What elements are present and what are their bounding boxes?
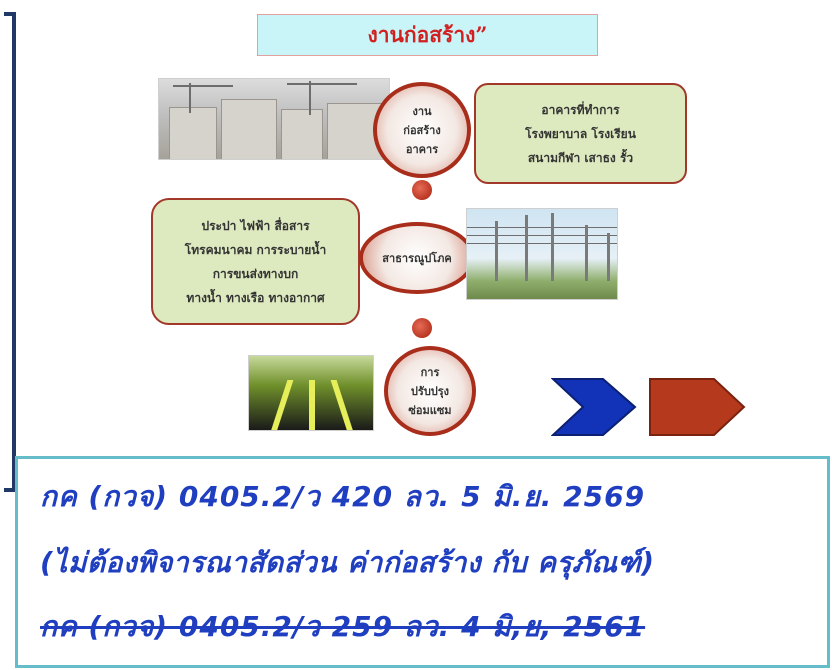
node-label: สาธารณูปโภค [382, 251, 452, 265]
box-line: สนามกีฬา เสาธง รั้ว [527, 150, 634, 165]
reference-current: กค (กวจ) 0405.2/ว 420 ลว. 5 มิ.ย. 2569 [40, 480, 646, 513]
node-label: อาคาร [405, 142, 439, 156]
pentagon-arrow-icon [649, 378, 746, 436]
node-label: ก่อสร้าง [403, 123, 441, 137]
reference-note: (ไม่ต้องพิจารณาสัดส่วน ค่าก่อสร้าง กับ ค… [40, 546, 655, 579]
node-label: ปรับปรุง [410, 384, 450, 398]
box-line: การขนส่งทางบก [212, 266, 299, 281]
node-improvement-repair: การ ปรับปรุง ซ่อมแซม [384, 346, 476, 436]
box-line: โรงพยาบาล โรงเรียน [525, 126, 636, 141]
connector-dot [412, 318, 432, 338]
box-line: อาคารที่ทำการ [541, 102, 620, 117]
reference-box: กค (กวจ) 0405.2/ว 420 ลว. 5 มิ.ย. 2569 (… [15, 456, 830, 668]
diagram-title: งานก่อสร้าง” [257, 14, 598, 56]
building-construction-photo [158, 78, 390, 160]
utilities-examples-box: ประปา ไฟฟ้า สื่อสาร โทรคมนาคม การระบายน้… [151, 198, 360, 325]
power-lines-photo [466, 208, 618, 300]
node-label: การ [420, 365, 440, 379]
box-line: โทรคมนาคม การระบายน้ำ [184, 242, 327, 257]
reference-superseded: กค (กวจ) 0405.2/ว 259 ลว. 4 มิ,ย, 2561 [40, 610, 646, 643]
box-line: ทางน้ำ ทางเรือ ทางอากาศ [186, 290, 325, 305]
node-building-construction: งาน ก่อสร้าง อาคาร [373, 82, 471, 178]
building-examples-box: อาคารที่ทำการ โรงพยาบาล โรงเรียน สนามกีฬ… [474, 83, 687, 184]
left-bracket [4, 12, 16, 492]
road-repair-photo [248, 355, 374, 431]
node-label: ซ่อมแซม [408, 403, 452, 417]
box-line: ประปา ไฟฟ้า สื่อสาร [201, 218, 310, 233]
node-label: งาน [412, 104, 432, 118]
chevron-right-icon [551, 378, 637, 436]
connector-dot [412, 180, 432, 200]
node-public-utilities: สาธารณูปโภค [359, 222, 475, 294]
